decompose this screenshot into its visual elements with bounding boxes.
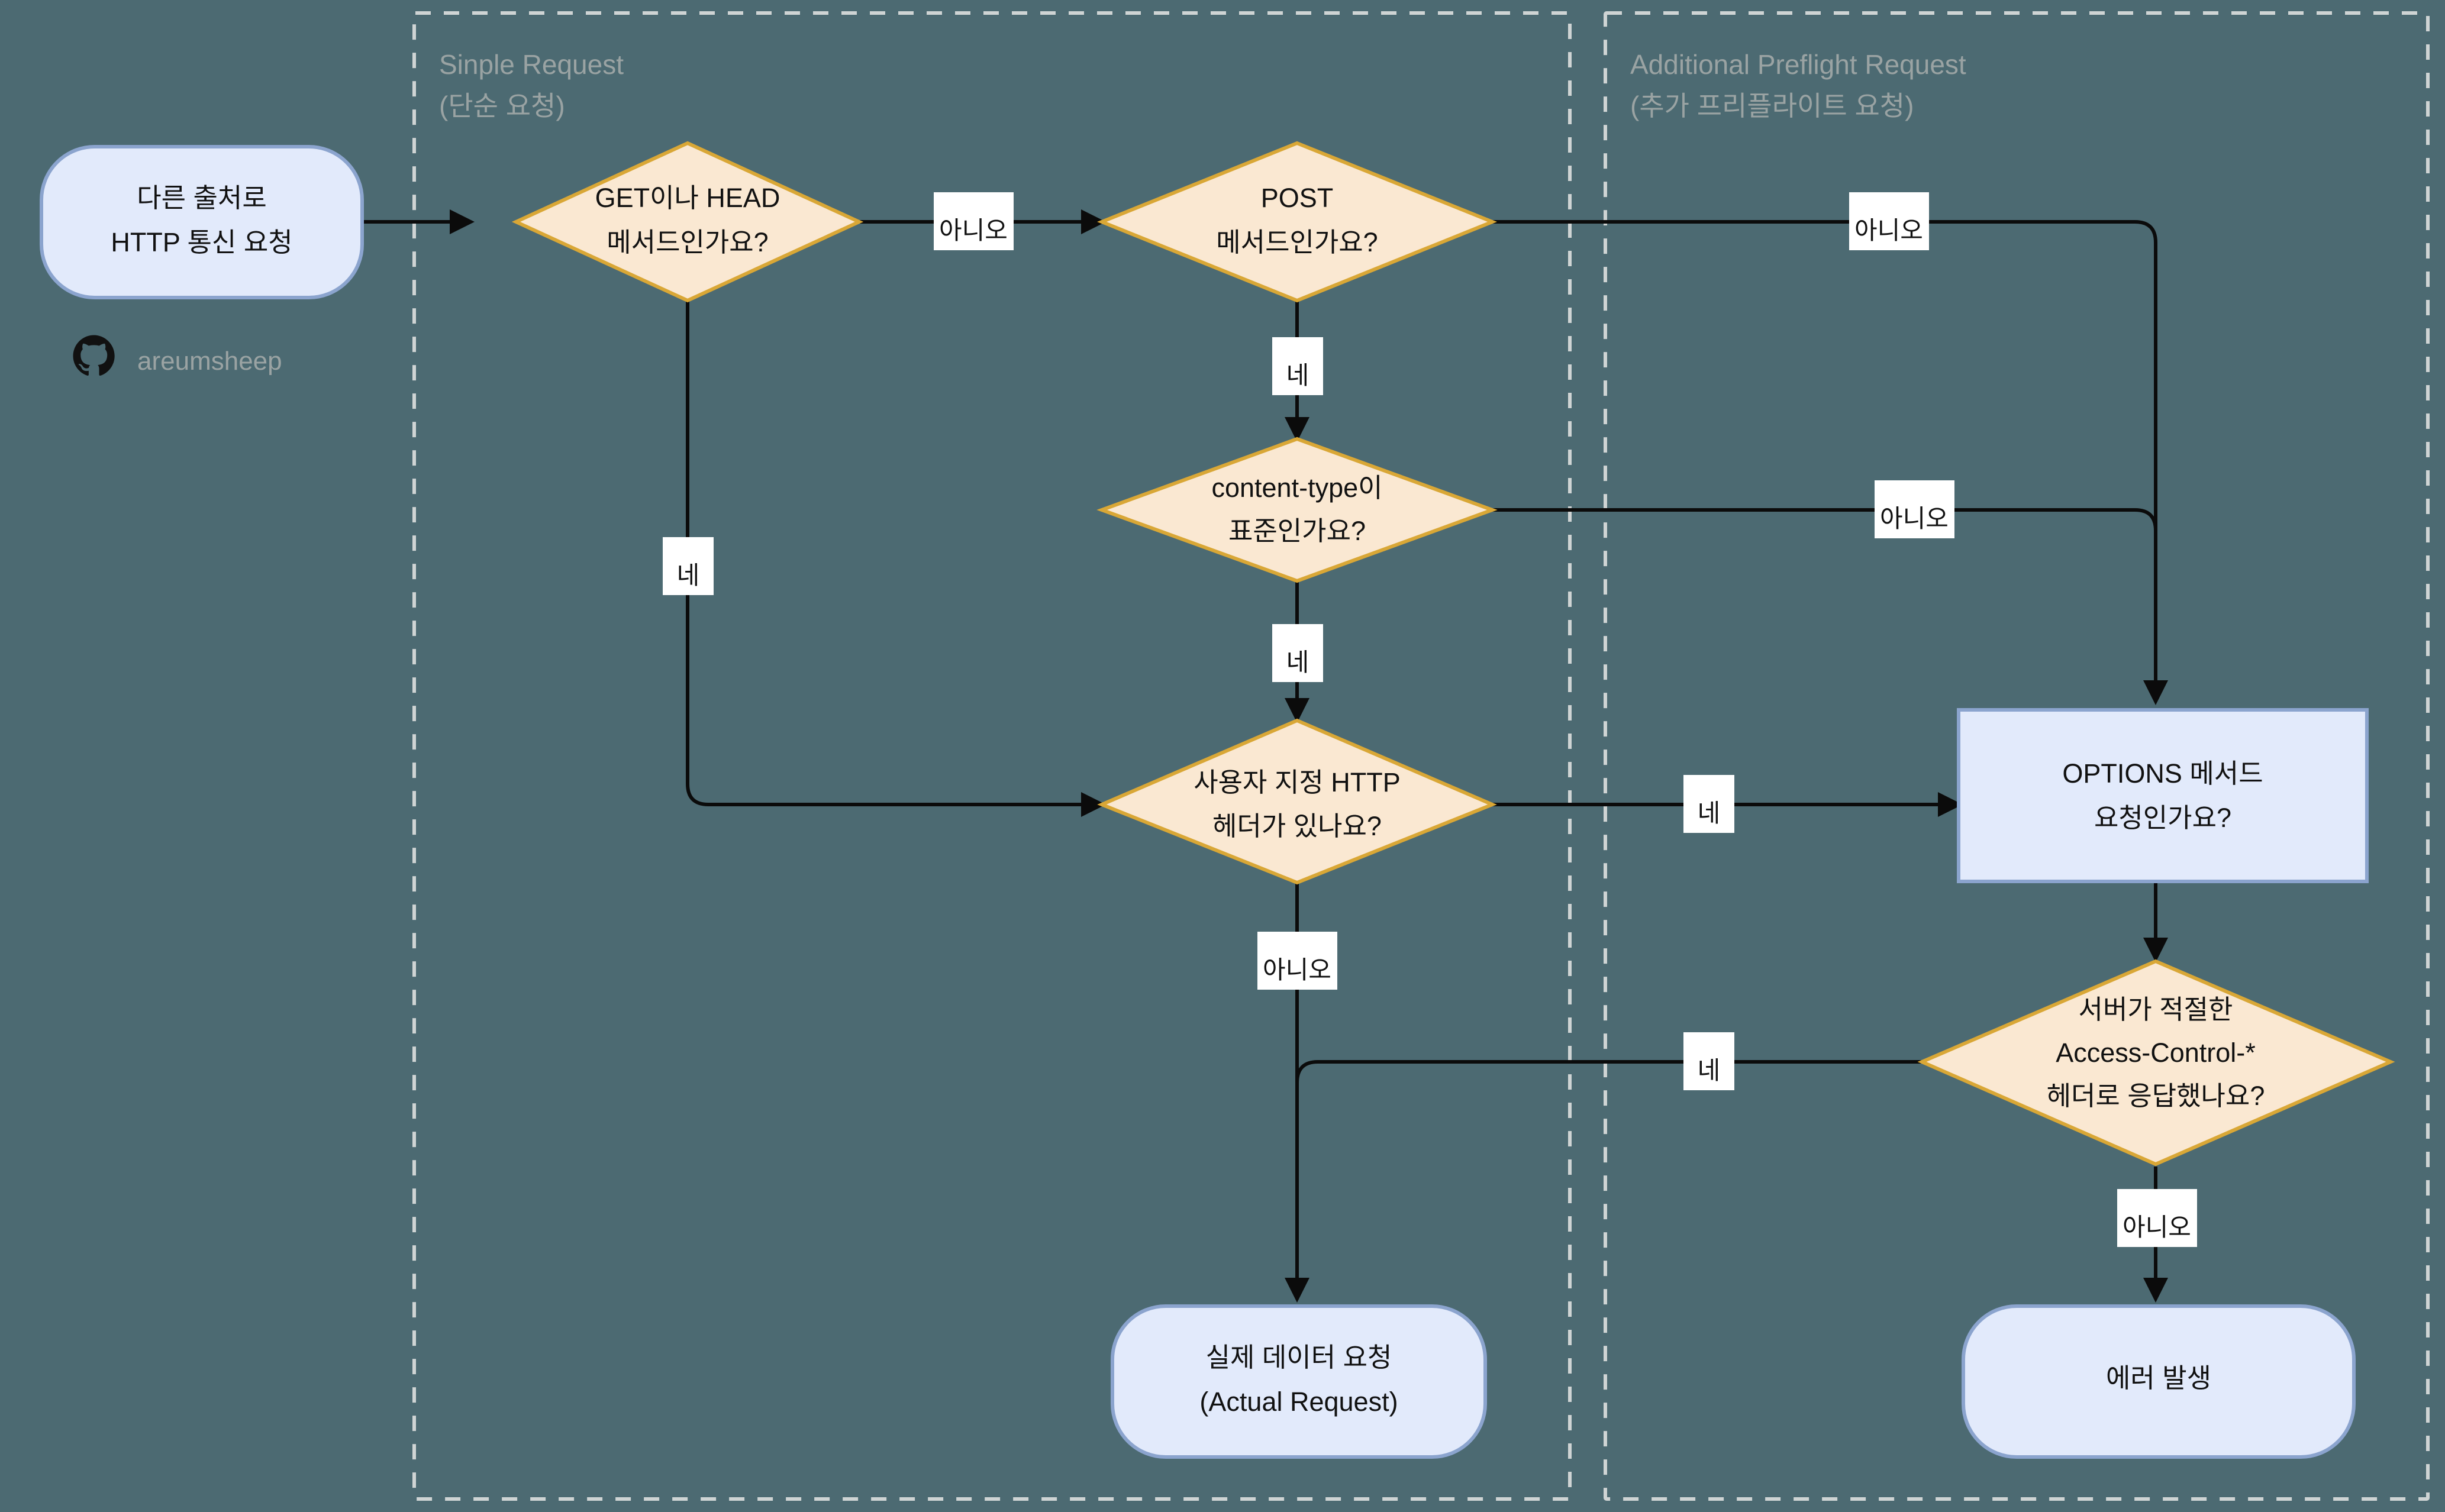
node-start-line-2: HTTP 통신 요청 [111, 227, 292, 257]
svg-text:아니오: 아니오 [1880, 505, 1949, 532]
node-error-line-1: 에러 발생 [2106, 1363, 2211, 1393]
node-options-line-1: OPTIONS 메서드 [2062, 758, 2263, 789]
svg-text:네: 네 [1698, 799, 1721, 827]
group-label-preflight-request-en: Additional Preflight Request [1630, 49, 1966, 80]
github-username: areumsheep [137, 347, 282, 376]
node-post-line-1: POST [1261, 183, 1334, 213]
node-options-shape [1957, 708, 2369, 883]
node-error[interactable]: 에러 발생 [1962, 1304, 2356, 1459]
edge-content-type-to-options [1492, 508, 2157, 531]
node-actual-request-line-1: 실제 데이터 요청 [1206, 1342, 1392, 1372]
node-custom-header-line-1: 사용자 지정 HTTP [1194, 767, 1401, 797]
group-box-simple-request [412, 11, 1572, 1501]
edge-label-post-yes: 네 [1272, 337, 1323, 395]
svg-text:아니오: 아니오 [1854, 217, 1923, 244]
edge-get-head-to-custom-header [686, 301, 1106, 817]
edge-label-custom-header-yes: 네 [1683, 775, 1734, 833]
node-server-access-control-line-1: 서버가 적절한 [2079, 994, 2233, 1025]
edge-label-content-type-yes: 네 [1272, 624, 1323, 682]
node-options[interactable]: OPTIONS 메서드 요청인가요? [1957, 708, 2369, 883]
svg-text:아니오: 아니오 [939, 217, 1008, 244]
edge-label-content-type-no: 아니오 [1875, 480, 1954, 538]
node-content-type[interactable]: content-type이 표준인가요? [1096, 437, 1498, 583]
node-custom-header-shape [1097, 718, 1497, 885]
node-custom-header[interactable]: 사용자 지정 HTTP 헤더가 있나요? [1097, 718, 1497, 885]
node-server-access-control-shape [1917, 959, 2395, 1167]
node-content-type-shape [1096, 437, 1498, 583]
node-actual-request[interactable]: 실제 데이터 요청 (Actual Request) [1111, 1304, 1487, 1459]
node-server-access-control[interactable]: 서버가 적절한 Access-Control-* 헤더로 응답했나요? [1917, 959, 2395, 1167]
edge-server-access-control-to-actual-request [1295, 1060, 1922, 1298]
node-get-head-line-2: 메서드인가요? [607, 227, 768, 257]
edge-post-to-options [1492, 220, 2168, 705]
node-get-head[interactable]: GET이나 HEAD 메서드인가요? [511, 141, 864, 303]
node-post-shape [1096, 141, 1498, 303]
edge-label-server-access-control-no: 아니오 [2117, 1189, 2197, 1247]
edge-label-get-head-yes: 네 [663, 537, 714, 595]
node-start-line-1: 다른 출처로 [137, 183, 267, 213]
node-post[interactable]: POST 메서드인가요? [1096, 141, 1498, 303]
node-custom-header-line-2: 헤더가 있나요? [1212, 811, 1382, 841]
node-actual-request-line-2: (Actual Request) [1199, 1387, 1398, 1417]
node-error-shape [1962, 1304, 2356, 1459]
node-actual-request-shape [1111, 1304, 1487, 1459]
node-options-line-2: 요청인가요? [2094, 803, 2231, 833]
node-content-type-line-1: content-type이 [1211, 473, 1382, 503]
edge-label-post-no: 아니오 [1849, 192, 1929, 250]
node-server-access-control-line-3: 헤더로 응답했나요? [2047, 1081, 2265, 1111]
svg-text:아니오: 아니오 [1263, 956, 1331, 984]
node-get-head-line-1: GET이나 HEAD [595, 183, 780, 213]
github-watermark: areumsheep [73, 335, 282, 376]
svg-text:네: 네 [677, 561, 700, 589]
node-server-access-control-line-2: Access-Control-* [2056, 1038, 2256, 1068]
svg-text:네: 네 [1286, 648, 1309, 676]
group-label-simple-request-ko: (단순 요청) [439, 91, 565, 121]
svg-text:아니오: 아니오 [2123, 1213, 2191, 1241]
edge-label-custom-header-no: 아니오 [1257, 932, 1337, 990]
svg-text:네: 네 [1286, 361, 1309, 389]
svg-text:네: 네 [1698, 1057, 1721, 1084]
group-label-preflight-request-ko: (추가 프리플라이트 요청) [1630, 91, 1914, 121]
node-get-head-shape [511, 141, 864, 303]
edge-label-get-head-no: 아니오 [934, 192, 1014, 250]
node-content-type-line-2: 표준인가요? [1228, 516, 1366, 546]
edge-label-server-access-control-yes: 네 [1683, 1032, 1734, 1090]
node-start-shape [40, 145, 364, 299]
github-icon [73, 335, 115, 376]
node-start[interactable]: 다른 출처로 HTTP 통신 요청 [40, 145, 364, 299]
node-post-line-2: 메서드인가요? [1216, 227, 1378, 257]
group-box-preflight-request [1604, 11, 2430, 1501]
group-label-simple-request-en: Sinple Request [439, 49, 624, 80]
